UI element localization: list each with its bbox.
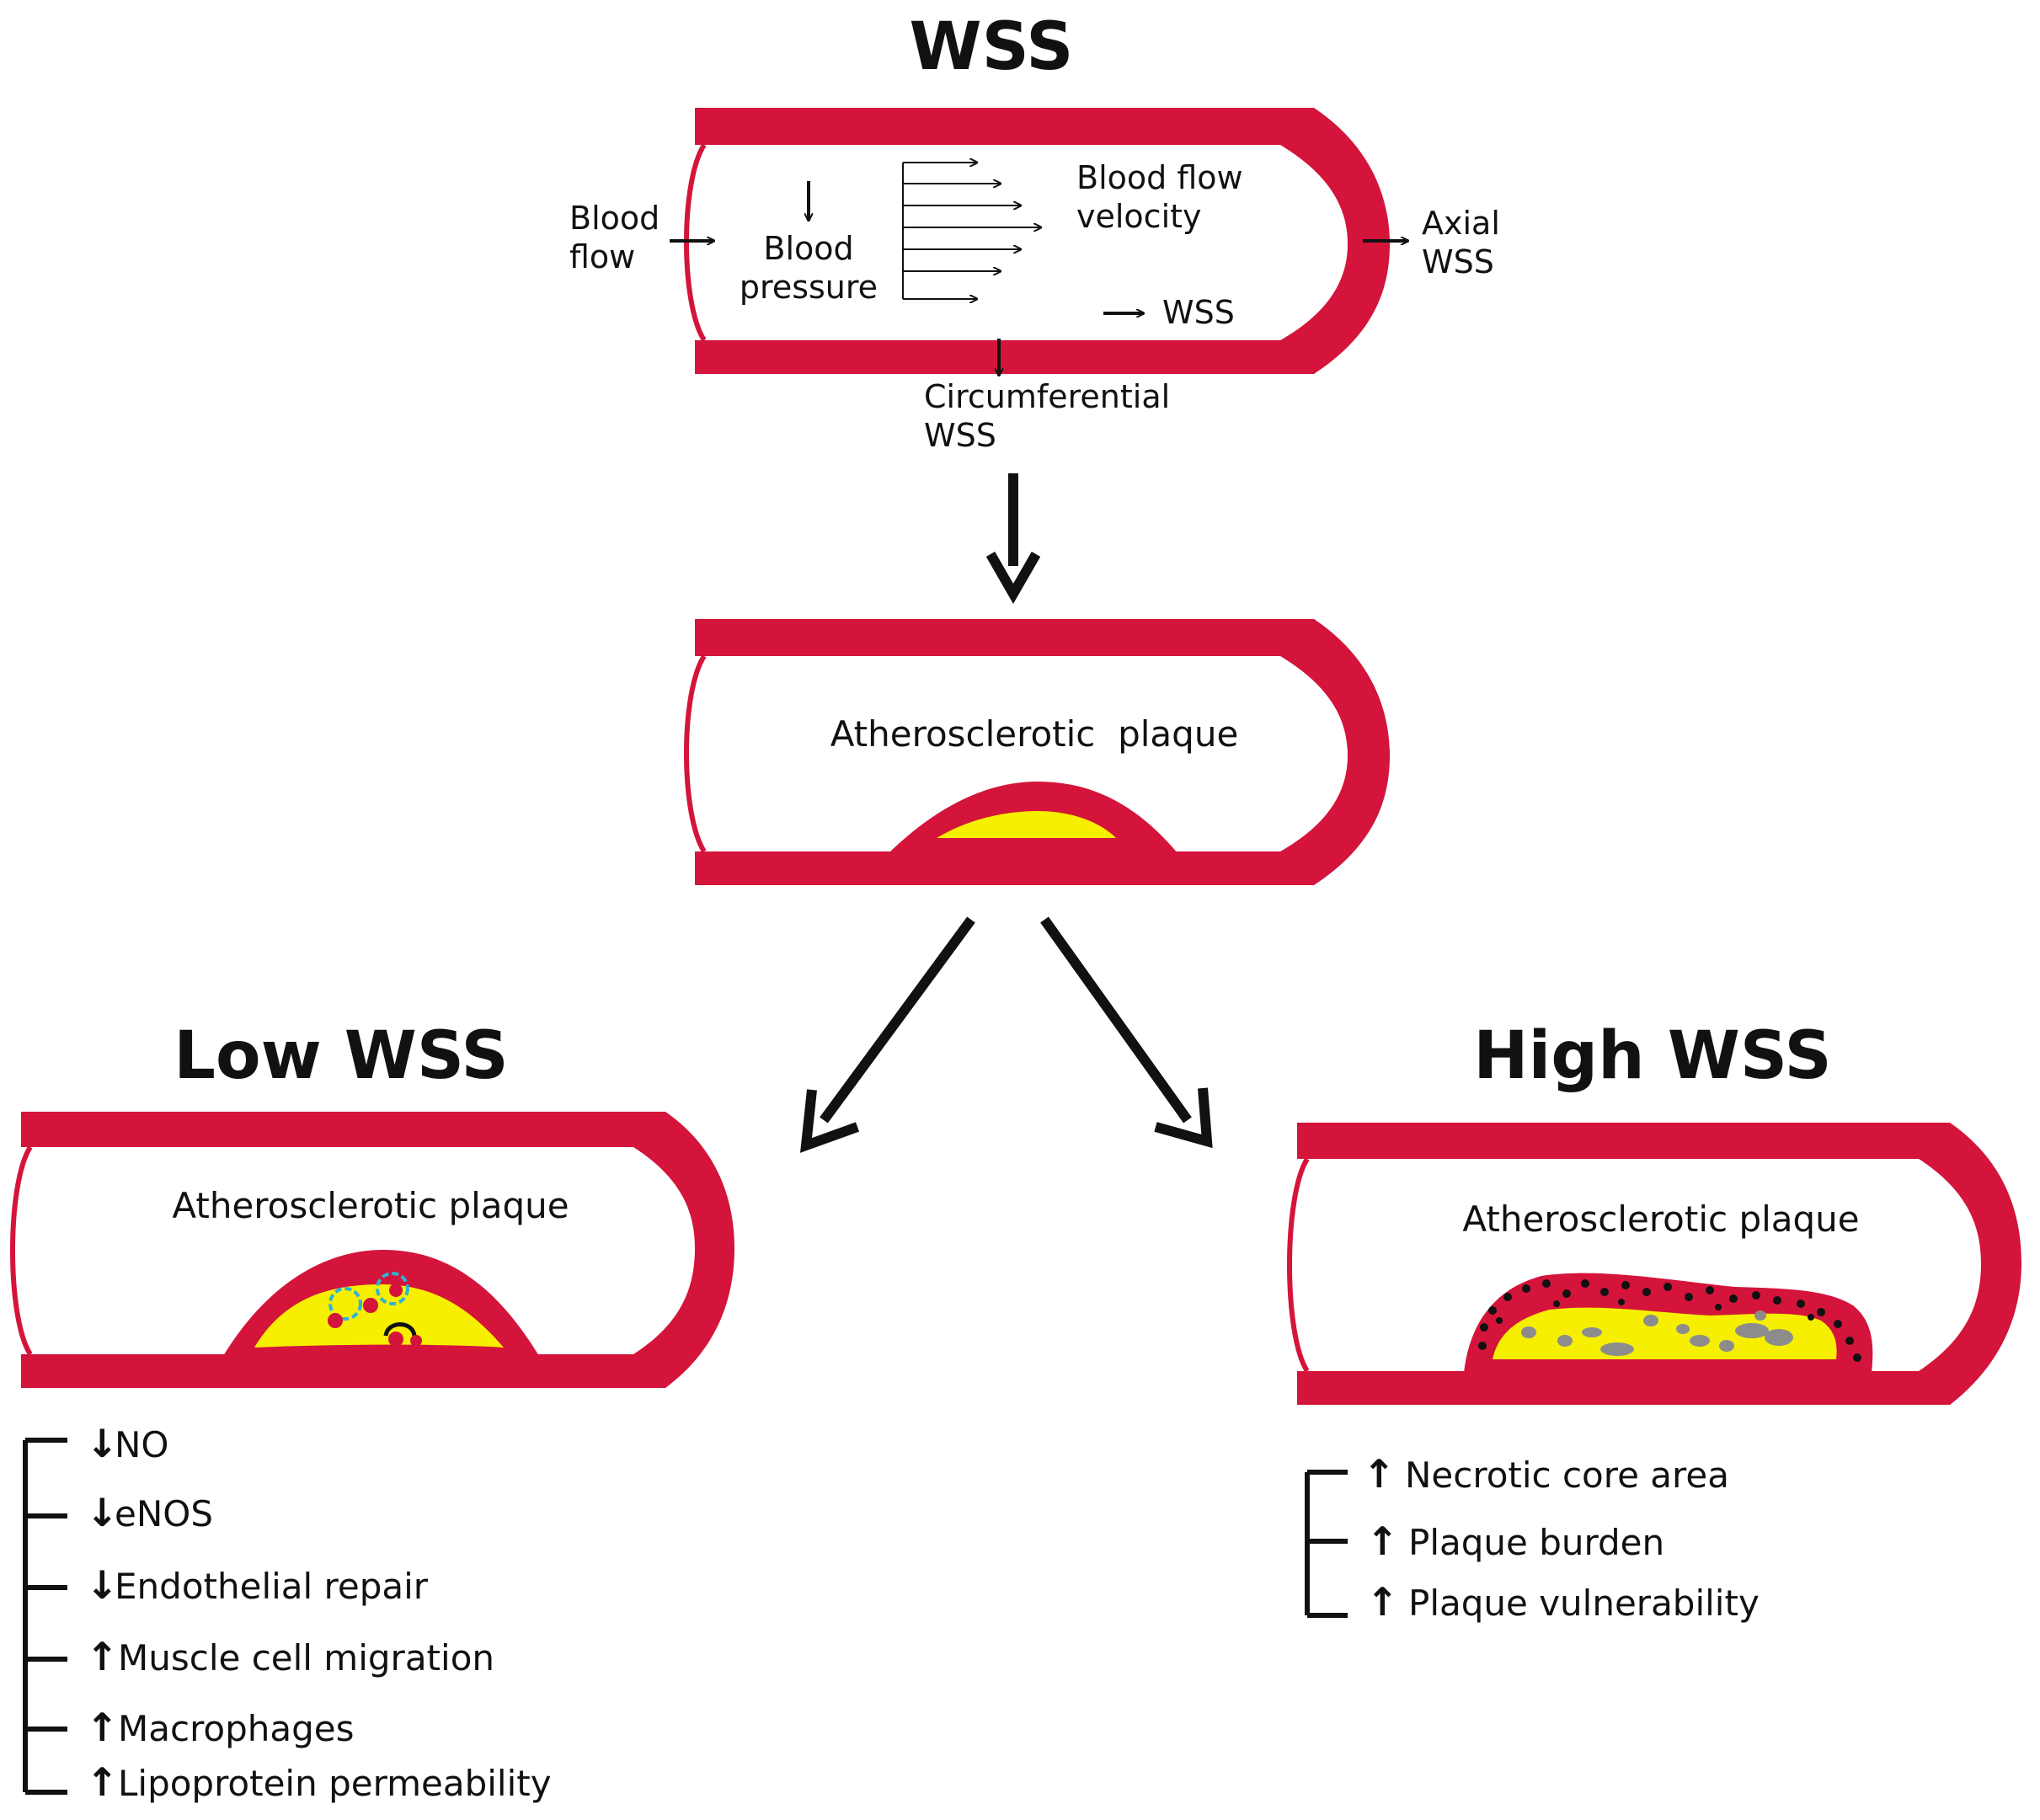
arrow-to-plaque <box>985 473 1041 605</box>
high-effect-item: ↑ Plaque vulnerability <box>1366 1579 1760 1625</box>
middle-vessel-wall <box>695 619 1390 885</box>
low-plaque <box>223 1250 539 1356</box>
effect-arrow: ↓ <box>86 1490 119 1535</box>
effect-arrow: ↓ <box>86 1421 119 1466</box>
high-wss-title: High WSS <box>1473 1018 1831 1094</box>
effect-text: eNOS <box>115 1493 213 1534</box>
low-effect-item: ↓ NO <box>86 1421 168 1466</box>
arrow-to-high-wss <box>1040 916 1213 1149</box>
low-plaque-label: Atherosclerotic plaque <box>172 1185 569 1226</box>
arrow-to-low-wss <box>800 916 975 1153</box>
low-wss-section: Low WSS Atherosclerotic plaque <box>10 1018 734 1805</box>
high-vessel-lumen-edge <box>1287 1157 1310 1373</box>
effect-arrow: ↑ <box>86 1634 119 1679</box>
effect-arrow: ↑ <box>86 1705 119 1750</box>
wss-label: WSS <box>1162 294 1235 331</box>
high-effect-item: ↑ Necrotic core area <box>1363 1451 1729 1497</box>
necrotic-core-particles <box>1521 1310 1793 1356</box>
effect-arrow: ↑ <box>86 1759 119 1805</box>
effect-arrow: ↓ <box>86 1562 119 1608</box>
high-plaque-label: Atherosclerotic plaque <box>1462 1198 1859 1240</box>
effect-text: Macrophages <box>118 1708 355 1749</box>
middle-section: Atherosclerotic plaque <box>684 619 1390 885</box>
effect-arrow: ↑ <box>1366 1579 1399 1625</box>
effect-text: Necrotic core area <box>1405 1454 1729 1496</box>
high-vessel-wall <box>1297 1123 2021 1405</box>
middle-vessel-lumen-edge <box>684 654 707 853</box>
effect-arrow: ↑ <box>1366 1518 1399 1564</box>
middle-plaque-label: Atherosclerotic plaque <box>830 713 1239 755</box>
low-effects-bracket <box>23 1438 67 1795</box>
effect-text: Plaque vulnerability <box>1408 1582 1760 1624</box>
middle-plaque <box>889 782 1178 853</box>
low-effects-list: ↓ NO ↓ eNOS ↓ Endothelial repair ↑ Muscl… <box>86 1421 552 1805</box>
low-wss-title: Low WSS <box>174 1018 508 1094</box>
effect-arrow: ↑ <box>1363 1451 1396 1497</box>
velocity-profile <box>902 163 1041 299</box>
low-vessel-wall <box>21 1112 734 1388</box>
high-plaque <box>1464 1273 1873 1373</box>
high-wss-section: High WSS Atherosclerotic plaque <box>1287 1018 2021 1625</box>
low-effect-item: ↓ Endothelial repair <box>86 1562 429 1608</box>
low-vessel-lumen-edge <box>10 1145 33 1356</box>
top-title: WSS <box>910 9 1074 85</box>
low-effect-item: ↑ Macrophages <box>86 1705 355 1750</box>
plaque-cap-particles <box>1478 1279 1861 1362</box>
effect-text: Endothelial repair <box>115 1566 429 1607</box>
effect-text: Muscle cell migration <box>118 1637 494 1679</box>
low-effect-item: ↑ Lipoprotein permeability <box>86 1759 552 1805</box>
top-vessel-wall <box>695 108 1390 374</box>
low-effect-item: ↓ eNOS <box>86 1490 213 1535</box>
high-effects-bracket <box>1305 1470 1348 1618</box>
low-effect-item: ↑ Muscle cell migration <box>86 1634 494 1679</box>
effect-text: Plaque burden <box>1408 1522 1664 1563</box>
high-effect-item: ↑ Plaque burden <box>1366 1518 1664 1564</box>
effect-text: NO <box>115 1424 168 1465</box>
effect-text: Lipoprotein permeability <box>118 1763 552 1804</box>
macrophage-icon <box>328 1272 422 1347</box>
high-effects-list: ↑ Necrotic core area ↑ Plaque burden ↑ P… <box>1363 1451 1760 1625</box>
